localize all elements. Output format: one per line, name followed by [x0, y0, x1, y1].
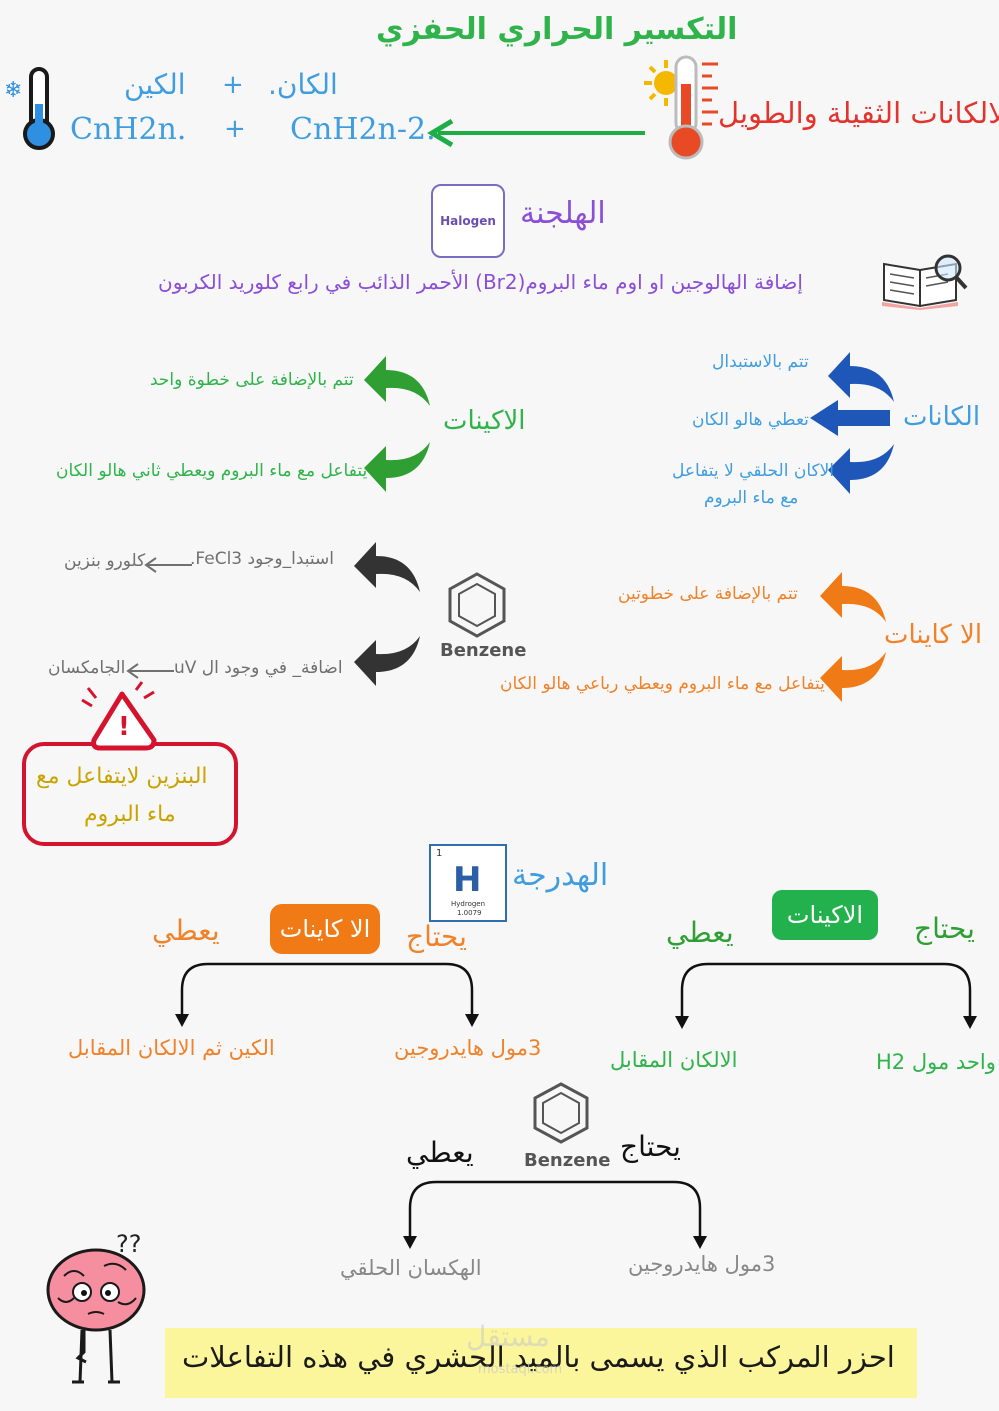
- warning-line: البنزين لايتفاعل مع: [36, 764, 208, 789]
- hydrogenation-title: الهدرجة: [512, 858, 609, 893]
- curved-arrow-down-icon: [820, 652, 886, 702]
- quiz-question: احزر المركب الذي يسمى بالميد الحشري في ه…: [182, 1340, 895, 1374]
- benzene-ring-icon: [448, 572, 506, 638]
- watermark-url: mostaql.com: [478, 1362, 563, 1377]
- page-title: التكسير الحراري الحفزي: [376, 12, 738, 47]
- halogen-badge: Halogen: [431, 184, 505, 258]
- curved-arrow-up-icon: [828, 352, 894, 402]
- gives-label: يعطي: [406, 1136, 474, 1169]
- halogenation-description: إضافة الهالوجين او اوم ماء البروم(Br2) ا…: [158, 270, 803, 294]
- element-mass: 1.0079: [457, 909, 482, 917]
- alkyne-gives: الكين ثم الالكان المقابل: [68, 1036, 275, 1060]
- alkanes-item: الاكان الحلقي لا يتفاعل: [672, 461, 835, 481]
- arrow-left-icon: [810, 400, 890, 436]
- alkane-word: الكان.: [268, 68, 338, 101]
- benzene-product: الجامكسان: [48, 658, 126, 678]
- alkyne-needs: 3مول هايدروجين: [394, 1036, 542, 1060]
- warning-box: [22, 742, 238, 846]
- alkenes-item: تتم بالإضافة على خطوة واحد: [150, 370, 354, 390]
- benzene-substitution: استبدا_وجود FeCl3.: [190, 549, 334, 569]
- curved-arrow-down-icon: [364, 442, 430, 492]
- curved-arrow-up-icon: [364, 356, 430, 406]
- curved-arrow-down-icon: [354, 636, 420, 686]
- alkene-gives: الالكان المقابل: [610, 1048, 738, 1072]
- benzene-ring-icon: [533, 1082, 589, 1144]
- alkane-formula: CnH2n-2.: [290, 112, 436, 147]
- benzene-gives: الهكسان الحلقي: [340, 1256, 482, 1280]
- alkynes-item: يتفاعل مع ماء البروم ويعطي رباعي هالو ال…: [500, 674, 825, 694]
- benzene-label: Benzene: [524, 1150, 611, 1171]
- alkenes-item: يتفاعل مع ماء البروم ويعطي ثاني هالو الك…: [56, 461, 368, 481]
- warning-line: ماء البروم: [84, 802, 176, 827]
- gives-label: يعطي: [152, 914, 220, 947]
- atomic-number: 1: [436, 848, 443, 859]
- hydrogen-element-badge: 1 H Hydrogen 1.0079: [429, 844, 507, 922]
- halogen-badge-label: Halogen: [440, 214, 496, 228]
- thermometer-cold-icon: [23, 67, 55, 150]
- alkanes-item: تعطي هالو الكان: [692, 410, 809, 430]
- halogenation-title: الهلجنة: [520, 196, 606, 231]
- alkene-needs: واحد مول H2: [876, 1050, 996, 1074]
- arrow-left-icon: [427, 118, 645, 148]
- alkenes-badge-label: الاكينات: [786, 901, 864, 929]
- curved-arrow-down-icon: [828, 444, 894, 494]
- benzene-product: كلورو بنزين: [64, 551, 146, 571]
- thermometer-hot-icon: [668, 55, 718, 160]
- thinking-brain-icon: [46, 1248, 146, 1384]
- alkene-word: الكين: [124, 68, 186, 101]
- needs-label: يحتاج: [914, 912, 975, 945]
- element-symbol: H: [453, 860, 482, 900]
- benzene-needs: 3مول هايدروجين: [628, 1252, 776, 1276]
- alkynes-badge-label: الا كاينات: [279, 915, 371, 943]
- alkanes-item: تتم بالاستبدال: [712, 352, 809, 372]
- gives-label: يعطي: [666, 916, 734, 949]
- needs-label: يحتاج: [620, 1130, 681, 1163]
- quiz-note: [165, 1328, 917, 1398]
- warning-mark: !: [118, 712, 130, 742]
- benzene-label: Benzene: [440, 640, 527, 661]
- heavy-alkanes-label: الالكانات الثقيلة والطويل: [718, 96, 999, 130]
- question-marks: ??: [116, 1230, 142, 1258]
- plus-sign: +: [224, 114, 246, 144]
- alkanes-item: مع ماء البروم: [704, 488, 799, 508]
- alkene-formula: CnH2n.: [70, 112, 187, 147]
- alkenes-title: الاكينات: [443, 406, 526, 436]
- plus-sign: +: [222, 70, 244, 100]
- alkanes-title: الكانات: [903, 402, 981, 432]
- watermark: مستقل: [466, 1320, 550, 1353]
- alkynes-item: تتم بالإضافة على خطوتين: [618, 584, 798, 604]
- warning-icon: [81, 681, 157, 751]
- curved-arrow-up-icon: [820, 572, 886, 622]
- arrow-left-icon: [126, 663, 174, 679]
- book-icon: [882, 254, 968, 310]
- alkynes-badge: الا كاينات: [270, 904, 380, 954]
- alkynes-title: الا كاينات: [884, 620, 983, 650]
- snowflake-icon: ❄: [4, 78, 23, 103]
- benzene-addition: اضافة_ في وجود ال uV: [174, 658, 343, 678]
- curved-arrow-up-icon: [354, 542, 420, 592]
- arrow-left-icon: [144, 557, 192, 573]
- element-name: Hydrogen: [451, 900, 486, 908]
- needs-label: يحتاج: [406, 920, 467, 953]
- alkenes-badge: الاكينات: [772, 890, 878, 940]
